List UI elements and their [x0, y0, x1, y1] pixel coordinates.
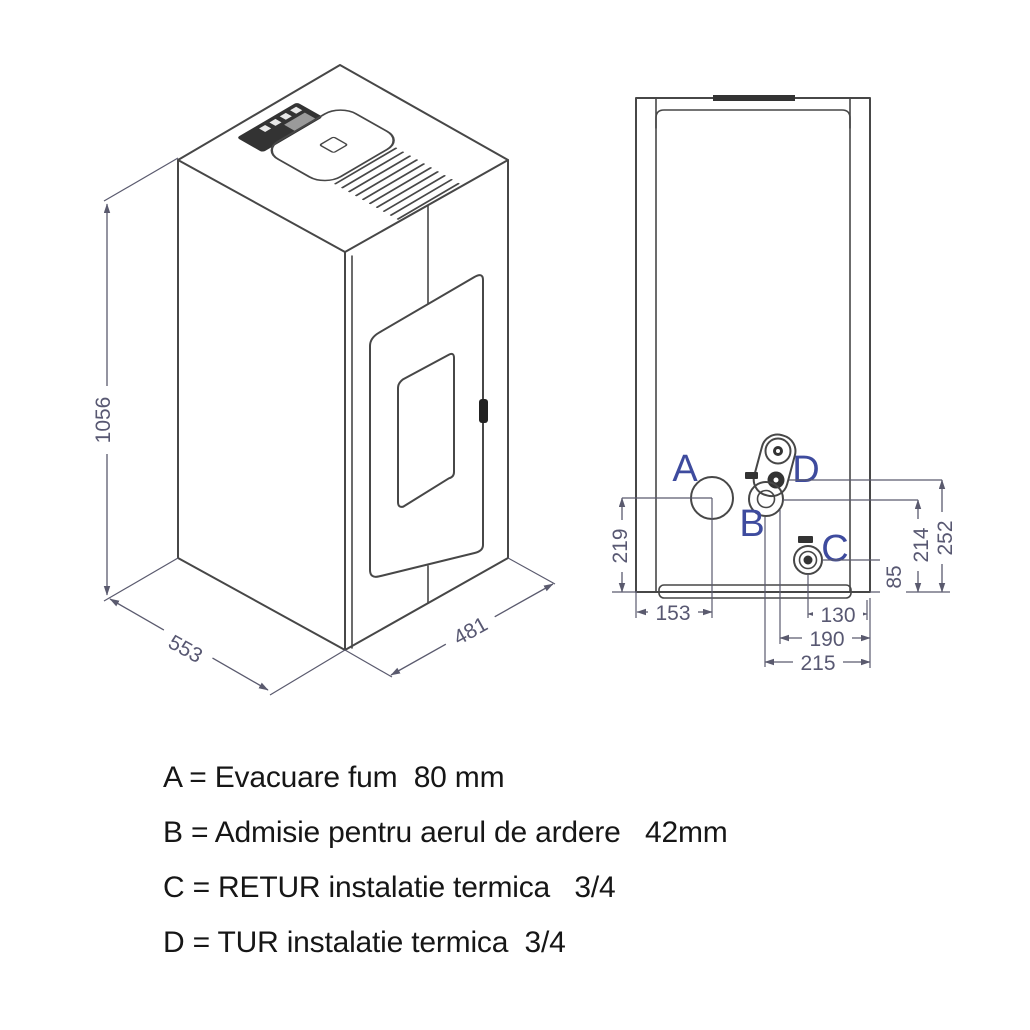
svg-text:252: 252: [934, 520, 957, 555]
legend: A = Evacuare fum 80 mm B = Admisie pentr…: [163, 750, 903, 970]
dim-214: 214: [907, 519, 933, 571]
vent-grille: [334, 147, 460, 220]
port-label-c: C: [821, 528, 848, 570]
dim-153-group: 153: [635, 592, 713, 625]
svg-text:214: 214: [910, 527, 933, 562]
dim-215: 215: [793, 650, 843, 675]
legend-line-a: A = Evacuare fum 80 mm: [163, 761, 505, 794]
legend-line-d: D = TUR instalatie termica 3/4: [163, 926, 566, 959]
door-glass: [397, 352, 455, 508]
dim-214-group: 214: [907, 499, 933, 593]
iso-view: 1056 553 481: [89, 64, 556, 696]
svg-text:1056: 1056: [92, 397, 115, 444]
dim-height-1056: 1056: [89, 386, 115, 454]
dim-85-group: 85: [880, 558, 906, 596]
svg-text:215: 215: [800, 652, 835, 675]
port-label-b: B: [739, 503, 764, 545]
dim-215-group: 215: [764, 517, 871, 675]
port-c-mark: [798, 536, 813, 543]
port-d-circle: [764, 437, 792, 465]
dim-252: 252: [931, 512, 957, 564]
dim-85: 85: [880, 558, 906, 596]
lid-square: [319, 136, 348, 153]
door-handle: [479, 399, 488, 423]
svg-text:190: 190: [809, 628, 844, 651]
control-panel-button: [269, 118, 282, 126]
dim-depth-553: 553: [155, 623, 217, 673]
legend-line-b: B = Admisie pentru aerul de ardere 42mm: [163, 816, 728, 849]
control-panel: [238, 103, 322, 152]
port-label-a: A: [672, 448, 698, 490]
port-c: [793, 536, 823, 575]
rear-view: A D B C: [606, 95, 957, 675]
dim-153: 153: [648, 600, 698, 625]
dim-height-group: 1056: [89, 157, 179, 602]
dim-219: 219: [606, 520, 632, 572]
rear-plinth: [658, 584, 852, 599]
port-b-circle: [748, 481, 784, 517]
dim-width-481: 481: [439, 605, 501, 655]
flue-top-bar: [713, 95, 795, 101]
dim-130-group: 130: [807, 574, 868, 627]
control-panel-button: [290, 106, 303, 114]
rear-panel-top: [655, 109, 851, 129]
control-panel-button: [279, 112, 292, 120]
svg-text:153: 153: [655, 602, 690, 625]
svg-text:85: 85: [883, 565, 906, 588]
pellet-lid-outline: [270, 109, 395, 182]
port-label-d: D: [792, 449, 819, 491]
legend-line-c: C = RETUR instalatie termica 3/4: [163, 871, 616, 904]
fitting-mark: [745, 472, 758, 479]
stove-outline: [177, 64, 509, 651]
control-panel-button: [259, 124, 272, 132]
stove-door: [369, 274, 484, 578]
svg-text:130: 130: [820, 604, 855, 627]
stove-top-face: [238, 103, 460, 220]
stove-top-edges: [177, 159, 509, 253]
control-panel-display: [284, 112, 316, 131]
dim-219-group: 219: [606, 497, 637, 593]
dim-190-group: 190: [779, 510, 871, 668]
dim-depth-group: 553: [109, 598, 346, 696]
fitting-bd: [745, 433, 797, 517]
dim-130: 130: [813, 602, 863, 627]
dim-190: 190: [802, 626, 852, 651]
svg-text:219: 219: [609, 528, 632, 563]
dim-252-group: 252: [931, 479, 957, 593]
